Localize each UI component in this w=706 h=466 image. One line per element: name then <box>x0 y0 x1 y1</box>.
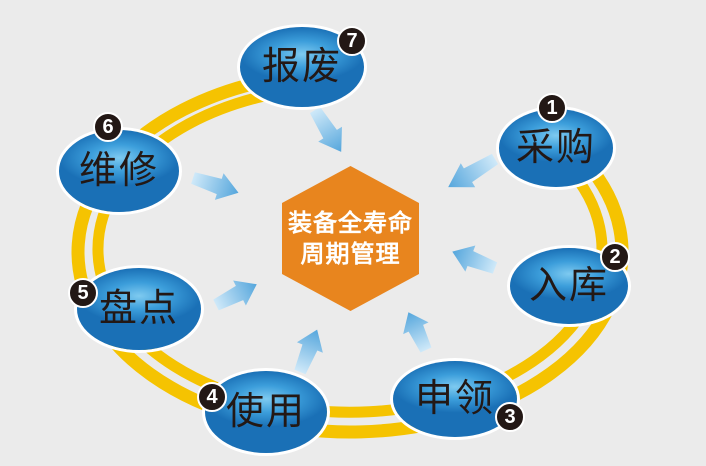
stage-storein-number-badge: 2 <box>600 242 630 272</box>
arrow-from-requisition-icon <box>395 306 439 356</box>
stage-inventory: 盘点 5 <box>68 268 201 350</box>
stage-storein: 入库 2 <box>510 242 630 324</box>
stage-usage-label: 使用 <box>225 391 306 433</box>
stage-procurement-number-badge: 1 <box>537 93 567 123</box>
stage-scrap-label: 报废 <box>261 46 342 88</box>
stage-inventory-number-badge: 5 <box>68 278 98 308</box>
stage-maintenance-number-badge: 6 <box>93 112 123 142</box>
stage-scrap: 报废 7 <box>240 26 367 107</box>
stage-requisition-number-badge: 3 <box>495 402 525 432</box>
stage-maintenance: 维修 6 <box>59 112 179 212</box>
arrow-from-usage-icon <box>287 324 331 378</box>
arrow-from-inventory-icon <box>209 271 264 318</box>
stage-procurement: 采购 1 <box>499 93 613 187</box>
stage-requisition: 申领 3 <box>393 361 525 437</box>
stage-scrap-number-badge: 7 <box>337 26 367 56</box>
stage-storein-label: 入库 <box>528 265 609 307</box>
arrow-from-scrap-icon <box>303 102 354 160</box>
stage-usage-number-badge: 4 <box>197 382 227 412</box>
center-title-line1: 装备全寿命 <box>288 209 413 237</box>
stage-maintenance-label: 维修 <box>78 150 159 192</box>
arrow-from-maintenance-icon <box>188 164 243 207</box>
center-title-line2: 周期管理 <box>300 240 401 268</box>
stage-usage: 使用 4 <box>197 371 327 453</box>
arrow-from-procurement-icon <box>440 146 503 200</box>
stage-procurement-label: 采购 <box>515 127 596 169</box>
stage-inventory-label: 盘点 <box>98 288 179 330</box>
arrow-from-storein-icon <box>447 238 501 282</box>
stage-requisition-label: 申领 <box>414 378 495 420</box>
